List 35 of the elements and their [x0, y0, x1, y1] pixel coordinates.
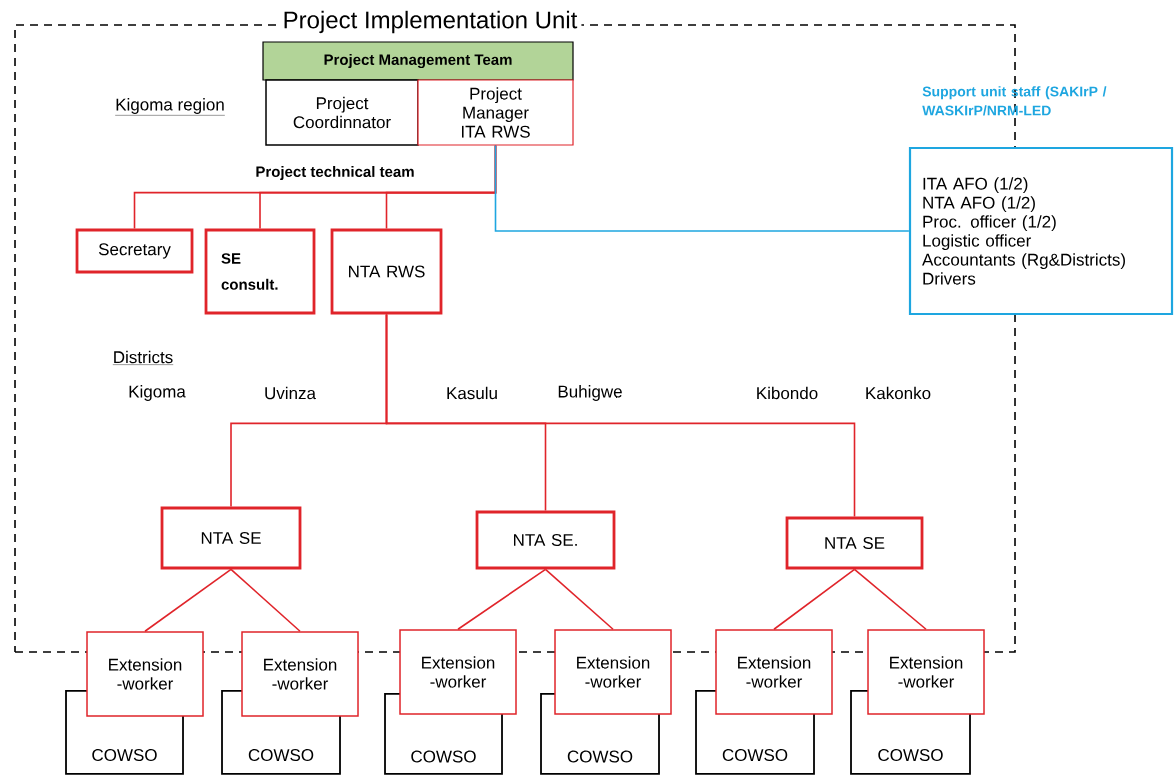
connector-line: [144, 568, 232, 633]
support-heading: Support unit staff (SAKIrP / WASKIrP/NRM-LED: [922, 86, 1107, 116]
worker-box: Extension -worker: [399, 629, 517, 715]
district-name: Kasulu: [447, 386, 497, 400]
connector-line: [385, 313, 856, 518]
connector-line: [230, 568, 301, 633]
staff-list-box: ITA AFO (1/2) NTA AFO (1/2) Proc. officer (1/2) Logistic officer Accountants (Rg&Districts) Drivers: [908, 146, 1174, 316]
section-label: Districts: [112, 350, 174, 365]
section-label: Kigoma region: [115, 98, 225, 116]
frame-title: Project Implementation Unit: [278, 6, 582, 38]
role-box: Secretary: [75, 228, 194, 274]
role-box: NTA RWS: [330, 228, 443, 315]
connector-line: [457, 568, 547, 631]
role-box: Project Manager ITA RWS: [417, 79, 574, 146]
worker-box: Extension -worker: [241, 631, 359, 717]
district-name: Kibondo: [757, 386, 818, 400]
role-box: NTA SE.: [475, 510, 616, 570]
team-label: Project technical team: [256, 166, 414, 180]
role-box: SE consult.: [204, 228, 316, 315]
worker-box: Extension -worker: [715, 629, 833, 715]
district-name: Kakonko: [866, 386, 931, 400]
connector-line: [853, 568, 927, 631]
worker-box: Extension -worker: [86, 631, 204, 717]
district-name: Buhigwe: [558, 385, 622, 401]
worker-box: Extension -worker: [554, 629, 672, 715]
team-header: Project Management Team: [262, 41, 574, 81]
district-name: Uvinza: [265, 386, 316, 400]
connector-line: [544, 568, 614, 631]
role-box: Project Coordinnator: [265, 79, 419, 146]
role-box: NTA SE: [160, 506, 302, 570]
worker-box: Extension -worker: [867, 629, 985, 715]
connector-line: [494, 144, 910, 232]
connector-line: [773, 568, 856, 631]
role-box: NTA SE: [785, 516, 924, 570]
district-name: Kigoma: [129, 385, 186, 401]
